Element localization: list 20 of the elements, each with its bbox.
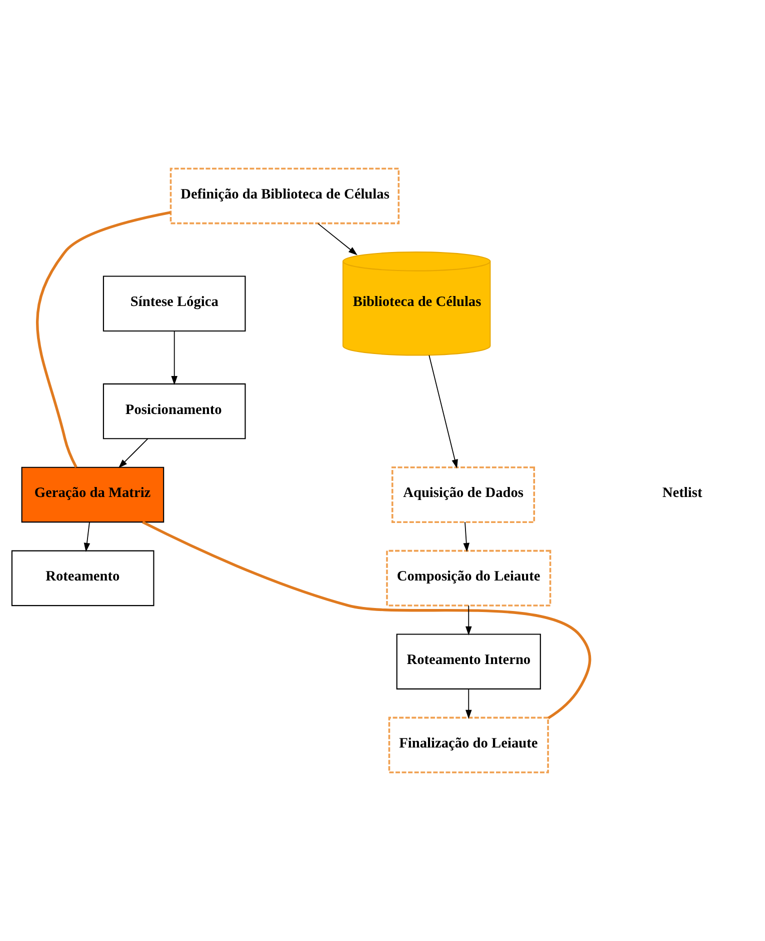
- arrow: [465, 688, 472, 719]
- label: Netlist: [662, 485, 702, 502]
- connector: [142, 520, 592, 720]
- node-box: Aquisição de Dados: [391, 466, 536, 523]
- connector: [36, 211, 171, 468]
- node-box: Geração da Matriz: [21, 466, 164, 523]
- arrow: [428, 354, 458, 468]
- node-box: Roteamento Interno: [396, 634, 541, 690]
- arrow: [118, 438, 148, 468]
- node-box: Finalização do Leiaute: [388, 716, 549, 774]
- arrow: [171, 330, 178, 386]
- arrow: [463, 522, 470, 552]
- node-box: Definição da Biblioteca de Células: [170, 168, 400, 224]
- node-box: Posicionamento: [102, 383, 246, 440]
- arrow: [318, 223, 358, 256]
- node-box: Síntese Lógica: [102, 276, 246, 332]
- node-box: Roteamento: [11, 550, 154, 606]
- arrow: [84, 522, 90, 552]
- arrow: [465, 605, 472, 636]
- node-box: Composição do Leiaute: [386, 550, 552, 606]
